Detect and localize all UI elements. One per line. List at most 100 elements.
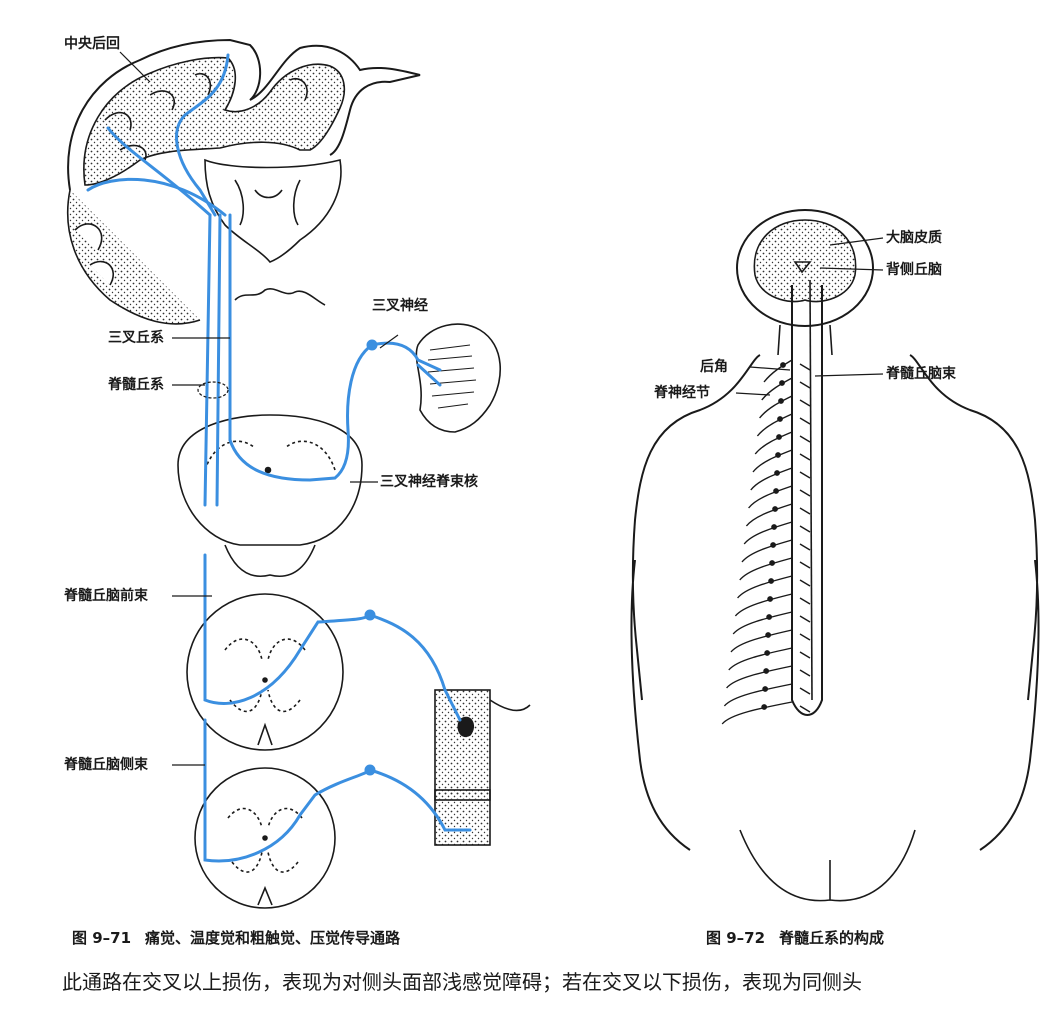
spinal-ganglion-dot: [771, 543, 775, 547]
spinal-nerve: [742, 540, 792, 562]
nerve-root: [800, 634, 810, 640]
nerve-root: [800, 706, 810, 712]
spinal-lemniscus-fiber-1: [205, 215, 210, 505]
spinal-cord: [792, 285, 822, 715]
spinal-cord-section-2: [195, 768, 335, 908]
nerve-root: [800, 526, 810, 532]
spinal-ganglion-dot: [770, 561, 774, 565]
spinal-nerve: [724, 684, 792, 706]
anterior-tract-fiber: [205, 555, 460, 720]
caption-71-text: 痛觉、温度觉和粗触觉、压觉传导通路: [145, 929, 400, 947]
nerve-root: [800, 688, 810, 694]
thalamus-section: [205, 160, 341, 262]
ganglion-2: [366, 611, 374, 619]
spinal-ganglion-dot: [769, 579, 773, 583]
neck: [778, 325, 832, 355]
label-lateral-spinothalamic-tract: 脊髓丘脑侧束: [64, 757, 148, 773]
nerve-root: [800, 418, 810, 424]
spinal-ganglion-dot: [768, 597, 772, 601]
spinal-nerve: [722, 702, 792, 724]
spinal-nerve: [755, 432, 792, 454]
nerve-root: [800, 400, 810, 406]
nerve-root: [800, 508, 810, 514]
thalamus-inner: [235, 180, 300, 225]
spinal-ganglion-dot: [781, 363, 785, 367]
caption-71-number: 图 9–71: [72, 929, 131, 947]
caption-72-number: 图 9–72: [706, 929, 765, 947]
spinal-nerve: [762, 378, 792, 400]
nerve-root: [800, 670, 810, 676]
nerve-root: [800, 598, 810, 604]
midbrain-outline: [235, 289, 325, 305]
spinal-nerve: [753, 450, 792, 472]
spinal-nerve: [731, 630, 792, 652]
spinal-ganglion-dot: [778, 417, 782, 421]
label-trigeminal-lemniscus: 三叉丘系: [108, 330, 164, 346]
nerve-root: [800, 382, 810, 388]
trigeminal-fiber: [230, 343, 440, 480]
spinal-nerves: [722, 360, 810, 724]
skin-block-2: [435, 790, 490, 845]
nerve-root: [800, 454, 810, 460]
label-spinal-ganglion: 脊神经节: [654, 385, 710, 401]
temporal-lobe: [68, 190, 200, 324]
lateral-tract-fiber: [205, 720, 470, 861]
spinal-nerve: [735, 594, 792, 616]
spinal-nerve: [740, 558, 792, 580]
caption-72-text: 脊髓丘系的构成: [779, 929, 884, 947]
label-cerebral-cortex: 大脑皮质: [886, 230, 942, 246]
torso-outline: [631, 355, 1038, 850]
spinal-nerve: [733, 612, 792, 634]
spinal-nerve: [760, 396, 792, 418]
body-paragraph: 此通路在交叉以上损伤，表现为对侧头面部浅感觉障碍；若在交叉以下损伤，表现为同侧头: [62, 966, 862, 995]
spinal-ganglion-dot: [775, 471, 779, 475]
nerve-root: [800, 652, 810, 658]
label-trigeminal-nerve: 三叉神经: [372, 298, 428, 314]
skin-block-1: [435, 690, 490, 800]
spinal-ganglion-dot: [779, 399, 783, 403]
leader-lines-71: [120, 52, 398, 765]
spinal-nerve: [746, 504, 792, 526]
spinal-ganglion-dot: [773, 507, 777, 511]
spinal-nerve: [751, 468, 792, 490]
nerve-root: [800, 616, 810, 622]
nerve-root: [800, 472, 810, 478]
spinothalamic-tract-line: [810, 280, 812, 700]
label-spinothalamic-tract: 脊髓丘脑束: [886, 366, 956, 382]
label-anterior-spinothalamic-tract: 脊髓丘脑前束: [64, 588, 148, 604]
ganglion-1: [368, 341, 376, 349]
label-spinal-trigeminal-nucleus: 三叉神经脊束核: [380, 474, 478, 490]
nerve-root: [800, 436, 810, 442]
spinal-ganglion-dot: [776, 453, 780, 457]
spinal-cord-section-1: [187, 594, 343, 750]
figure-72-drawing: [631, 210, 1038, 901]
spinal-nerve: [757, 414, 792, 436]
spinal-ganglion-dot: [762, 705, 766, 709]
nerve-root: [800, 544, 810, 550]
spinal-lemniscus-fiber-2: [217, 215, 220, 505]
head-profile: [416, 324, 500, 432]
buttocks: [740, 830, 915, 901]
ganglion-3: [366, 766, 374, 774]
spinal-ganglion-dot: [780, 381, 784, 385]
nerve-root: [800, 364, 810, 370]
spinal-nerve: [749, 486, 792, 508]
label-postcentral-gyrus: 中央后回: [64, 36, 120, 52]
skin-fold: [490, 700, 530, 710]
caption-figure-71: 图 9–71 痛觉、温度觉和粗触觉、压觉传导通路: [72, 927, 400, 948]
nerve-root: [800, 490, 810, 496]
spinal-ganglion-dot: [772, 525, 776, 529]
spinal-nerve: [744, 522, 792, 544]
spinal-nerve: [729, 648, 792, 670]
nerve-root: [800, 580, 810, 586]
spinal-nerve: [727, 666, 792, 688]
spinal-ganglion-dot: [777, 435, 781, 439]
spinal-ganglion-dot: [765, 651, 769, 655]
brain-cortex: [754, 220, 855, 302]
label-dorsal-thalamus: 背侧丘脑: [886, 262, 942, 278]
spinal-ganglion-dot: [774, 489, 778, 493]
spinal-nerve: [764, 360, 792, 382]
caption-figure-72: 图 9–72 脊髓丘系的构成: [706, 927, 884, 948]
